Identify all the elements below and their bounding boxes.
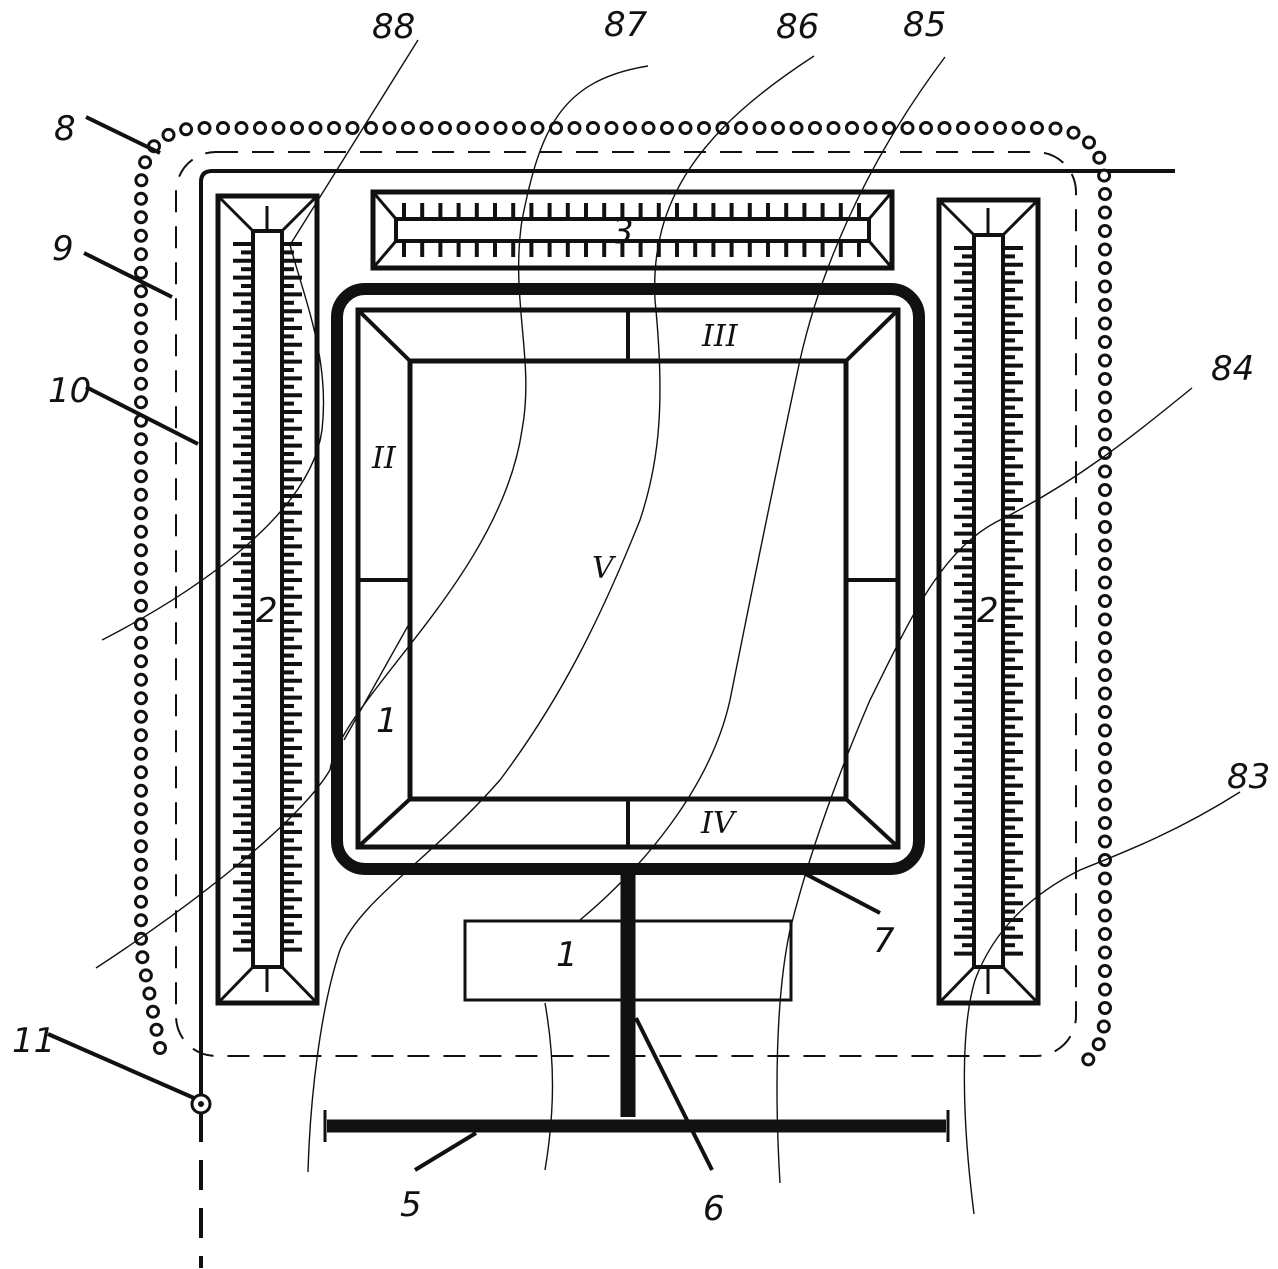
label-8: 8	[54, 109, 76, 149]
contour-83	[963, 791, 1241, 1215]
label-9: 9	[52, 229, 74, 269]
label-5: 5	[400, 1185, 422, 1225]
label-88: 88	[372, 7, 415, 47]
label-86: 86	[776, 7, 819, 47]
contour-87	[95, 65, 649, 969]
contour-88	[101, 39, 419, 641]
label-6: 6	[703, 1189, 725, 1229]
label-87: 87	[604, 5, 648, 45]
label-zone-V: V	[592, 551, 617, 586]
left-bed	[215, 193, 320, 1006]
labels: 88 87 86 85 84 83 8 9 10 11 5 6 7 1 1 2 …	[12, 5, 1270, 1229]
label-10: 10	[48, 371, 91, 411]
right-bed	[936, 197, 1041, 1006]
contour-84	[776, 387, 1193, 1184]
node-11-center	[198, 1101, 204, 1107]
label-zone-III: III	[701, 319, 739, 354]
circle-chain-8	[134, 121, 1112, 1067]
contour-86	[307, 55, 815, 1173]
label-84: 84	[1211, 349, 1254, 389]
contour-building	[544, 1002, 554, 1171]
label-pond-1: 1	[376, 701, 398, 741]
label-top-bed-3: 3	[612, 212, 634, 252]
top-bed	[370, 189, 895, 271]
label-left-bed-2: 2	[256, 591, 278, 631]
label-right-bed-2: 2	[977, 591, 999, 631]
contour-lines	[95, 39, 1241, 1215]
label-building-1: 1	[556, 935, 578, 975]
central-pond	[331, 283, 925, 875]
label-zone-IV: IV	[700, 806, 738, 841]
label-85: 85	[903, 5, 946, 45]
label-11: 11	[12, 1021, 55, 1061]
contour-85	[579, 56, 946, 921]
fence-line	[199, 169, 1175, 1104]
label-zone-II: II	[371, 441, 397, 476]
thin-leaders	[343, 623, 410, 741]
label-83: 83	[1227, 757, 1270, 797]
leader-lines	[47, 115, 881, 1172]
label-7: 7	[873, 921, 895, 961]
